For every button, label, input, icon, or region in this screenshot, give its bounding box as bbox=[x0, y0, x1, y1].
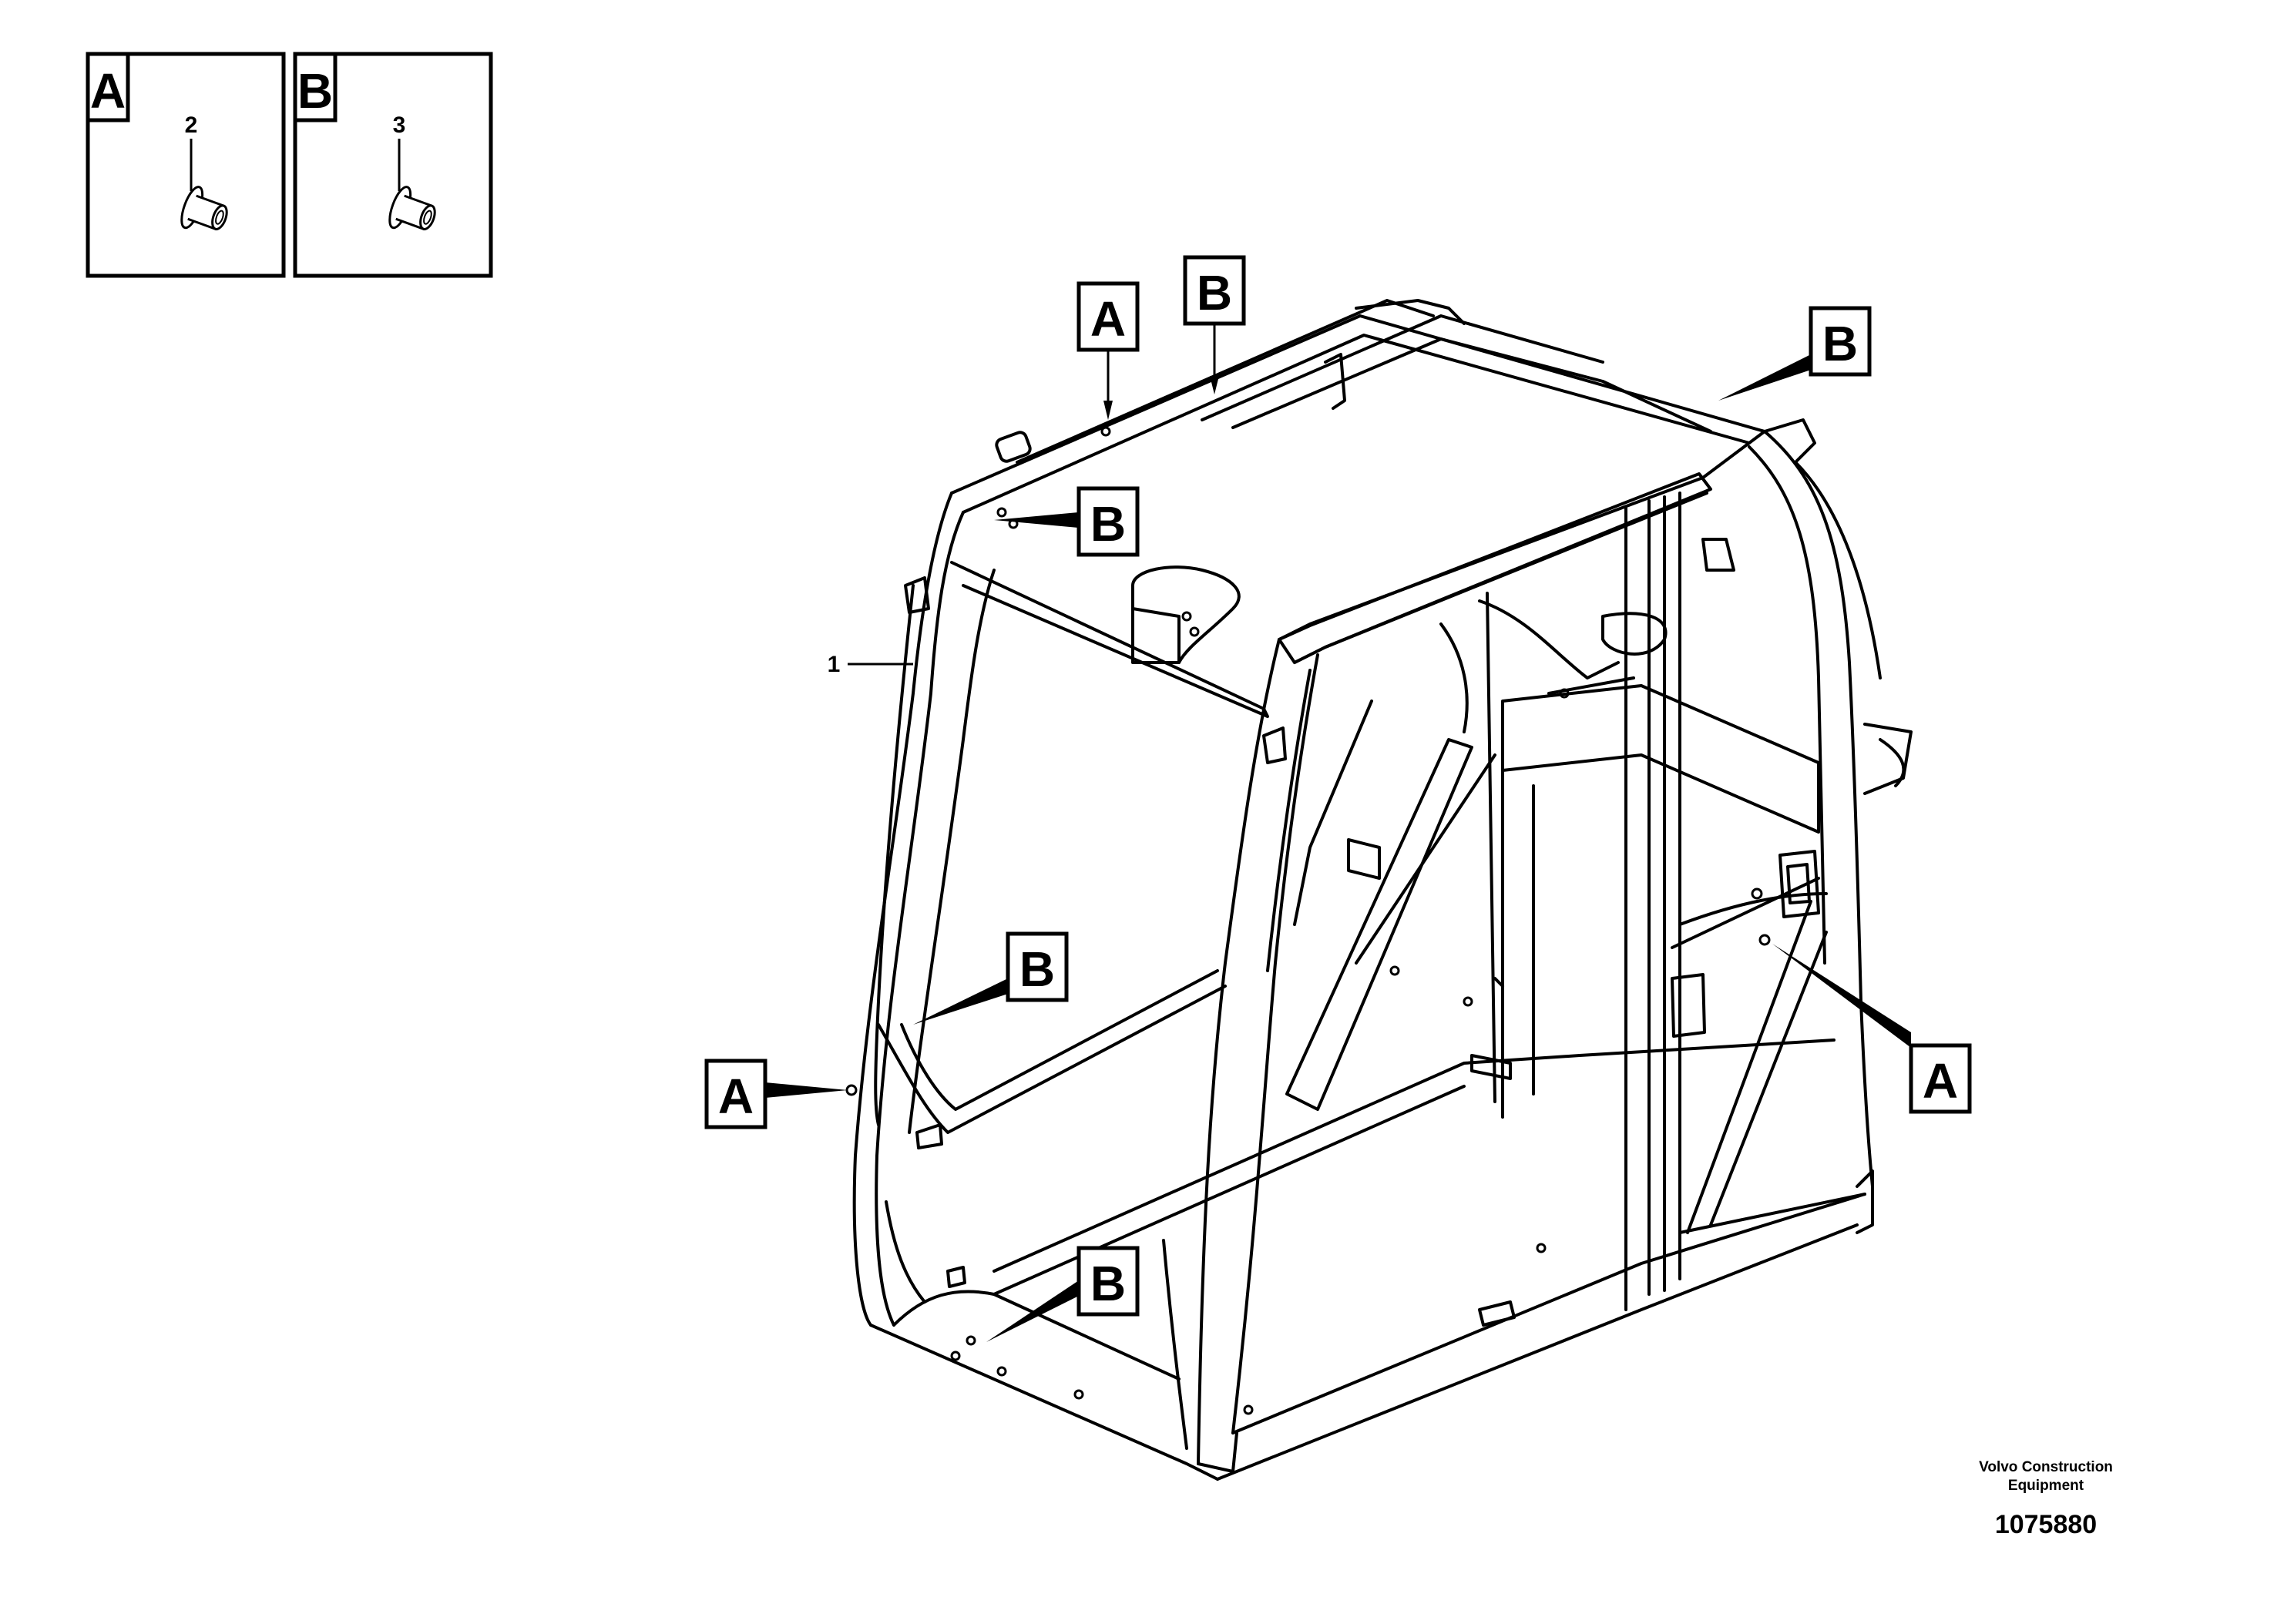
rivet-nut-icon bbox=[180, 186, 228, 231]
rivet-nut-icon bbox=[388, 186, 436, 231]
legend-part-number-3: 3 bbox=[393, 112, 406, 138]
item-label-1: 1 bbox=[828, 652, 913, 677]
callout-letter: B bbox=[1197, 265, 1232, 320]
callout-b-roof: B bbox=[1183, 255, 1246, 394]
callout-letter: A bbox=[718, 1069, 754, 1124]
fastener-holes bbox=[845, 426, 1771, 1415]
drawing-number: 1075880 bbox=[1995, 1510, 2097, 1539]
callout-b-middle-left: B bbox=[913, 931, 1069, 1025]
callout-letter: A bbox=[1923, 1053, 1958, 1109]
legend-letter-a: A bbox=[90, 63, 126, 119]
legend-box-a: A 2 bbox=[86, 52, 286, 278]
company-name-line1: Volvo Construction bbox=[1979, 1459, 2113, 1475]
callout-b-top-right: B bbox=[1718, 306, 1872, 401]
legend-box-b: B 3 bbox=[293, 52, 493, 278]
cab-frame-drawing bbox=[852, 299, 1913, 1481]
callout-letter: B bbox=[1090, 1256, 1126, 1311]
callout-letter: B bbox=[1822, 316, 1858, 371]
callout-b-bottom: B bbox=[986, 1246, 1140, 1342]
callout-letter: B bbox=[1090, 496, 1126, 552]
callout-letter: A bbox=[1090, 291, 1126, 347]
callout-b-upper-left: B bbox=[994, 486, 1140, 557]
legend-part-number-2: 2 bbox=[185, 112, 198, 138]
callout-a-roof: A bbox=[1076, 281, 1140, 420]
legend-letter-b: B bbox=[297, 63, 333, 119]
item-number: 1 bbox=[828, 652, 841, 677]
callout-letter: B bbox=[1019, 941, 1055, 997]
footer-block: Volvo Construction Equipment 1075880 bbox=[1979, 1459, 2113, 1539]
company-name-line2: Equipment bbox=[2008, 1478, 2084, 1494]
callout-a-left: A bbox=[704, 1059, 848, 1129]
callout-a-right: A bbox=[1772, 944, 1972, 1114]
